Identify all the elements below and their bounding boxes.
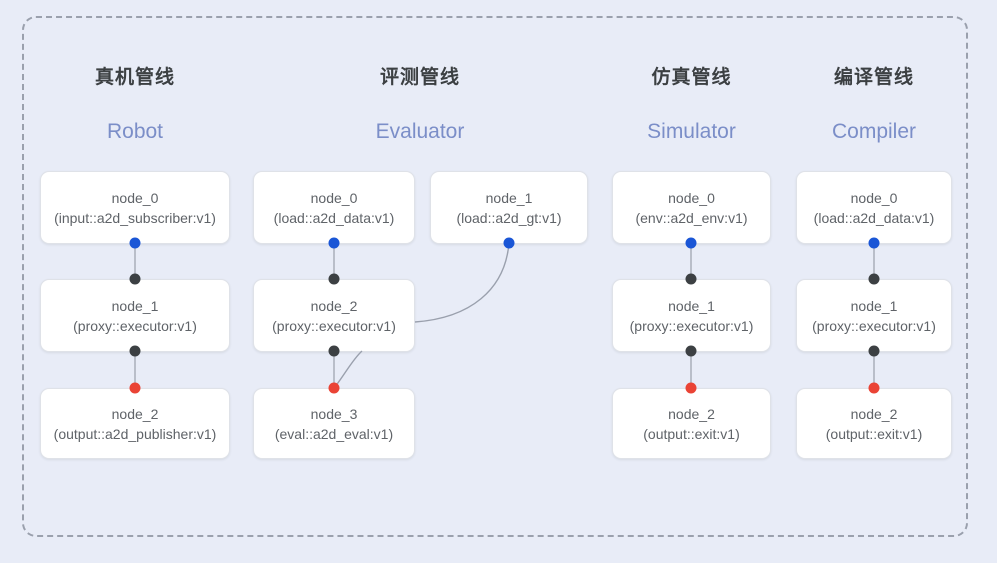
node-type: (env::a2d_env:v1) [635,209,748,226]
node-type: (proxy::executor:v1) [73,317,197,334]
node-card-evaluator-node-0[interactable]: node_0 (load::a2d_data:v1) [253,171,415,244]
column-title-en-simulator: Simulator [647,120,736,143]
edge-simulator-1-2 [690,351,692,389]
node-card-evaluator-node-2[interactable]: node_2 (proxy::executor:v1) [253,279,415,352]
node-card-simulator-node-2[interactable]: node_2 (output::exit:v1) [612,388,771,459]
port-input-robot-node-2[interactable] [129,382,141,394]
node-card-simulator-node-1[interactable]: node_1 (proxy::executor:v1) [612,279,771,352]
node-name: node_2 [850,405,898,422]
node-type: (load::a2d_data:v1) [273,209,395,226]
node-card-robot-node-1[interactable]: node_1 (proxy::executor:v1) [40,279,230,352]
node-type: (eval::a2d_eval:v1) [274,425,394,442]
node-card-evaluator-node-1[interactable]: node_1 (load::a2d_gt:v1) [430,171,588,244]
edge-robot-1-2 [134,351,136,389]
column-header-simulator: 仿真管线 Simulator [612,62,771,144]
column-title-en-compiler: Compiler [831,120,917,143]
node-type: (output::exit:v1) [825,425,923,442]
node-name: node_2 [111,405,159,422]
node-name: node_0 [111,189,159,206]
port-output-compiler-node-0[interactable] [868,237,880,249]
port-output-robot-node-1[interactable] [129,345,141,357]
port-output-simulator-node-1[interactable] [685,345,697,357]
column-title-en-robot: Robot [106,120,164,143]
port-input-simulator-node-2[interactable] [685,382,697,394]
column-title-cn-robot: 真机管线 [94,67,175,88]
port-output-evaluator-node-1[interactable] [503,237,515,249]
port-output-robot-node-0[interactable] [129,237,141,249]
node-name: node_2 [310,297,358,314]
edge-compiler-1-2 [873,351,875,389]
column-title-en-evaluator: Evaluator [375,120,465,143]
port-input-evaluator-node-2[interactable] [328,273,340,285]
port-output-simulator-node-0[interactable] [685,237,697,249]
port-output-compiler-node-1[interactable] [868,345,880,357]
column-header-evaluator: 评测管线 Evaluator [330,62,510,144]
node-type: (load::a2d_data:v1) [813,209,935,226]
node-type: (output::a2d_publisher:v1) [53,425,217,442]
port-output-evaluator-node-2[interactable] [328,345,340,357]
edge-simulator-0-1 [690,243,692,280]
node-type: (proxy::executor:v1) [629,317,754,334]
node-card-robot-node-2[interactable]: node_2 (output::a2d_publisher:v1) [40,388,230,459]
node-card-simulator-node-0[interactable]: node_0 (env::a2d_env:v1) [612,171,771,244]
node-card-compiler-node-0[interactable]: node_0 (load::a2d_data:v1) [796,171,952,244]
port-output-evaluator-node-0[interactable] [328,237,340,249]
node-name: node_3 [310,405,358,422]
node-card-compiler-node-2[interactable]: node_2 (output::exit:v1) [796,388,952,459]
node-type: (output::exit:v1) [643,425,740,442]
node-name: node_1 [485,189,533,206]
edge-robot-0-1 [134,243,136,280]
port-input-compiler-node-2[interactable] [868,382,880,394]
pipeline-group-frame [22,16,968,537]
column-header-robot: 真机管线 Robot [40,62,230,144]
edge-evaluator-0-2 [333,243,335,280]
node-type: (input::a2d_subscriber:v1) [54,209,216,226]
node-type: (proxy::executor:v1) [812,317,936,334]
node-name: node_0 [310,189,358,206]
node-card-compiler-node-1[interactable]: node_1 (proxy::executor:v1) [796,279,952,352]
node-card-robot-node-0[interactable]: node_0 (input::a2d_subscriber:v1) [40,171,230,244]
node-name: node_1 [850,297,898,314]
column-title-cn-compiler: 编译管线 [833,67,914,88]
port-input-simulator-node-1[interactable] [685,273,697,285]
node-name: node_2 [668,405,715,422]
column-header-compiler: 编译管线 Compiler [796,62,952,144]
column-title-cn-evaluator: 评测管线 [379,67,460,88]
node-type: (proxy::executor:v1) [272,317,396,334]
column-title-cn-simulator: 仿真管线 [651,67,732,88]
port-input-compiler-node-1[interactable] [868,273,880,285]
node-name: node_1 [668,297,715,314]
edge-compiler-0-1 [873,243,875,280]
node-card-evaluator-node-3[interactable]: node_3 (eval::a2d_eval:v1) [253,388,415,459]
port-input-robot-node-1[interactable] [129,273,141,285]
node-name: node_0 [668,189,715,206]
port-input-evaluator-node-3[interactable] [328,382,340,394]
node-name: node_0 [850,189,898,206]
node-name: node_1 [111,297,159,314]
node-type: (load::a2d_gt:v1) [456,209,562,226]
